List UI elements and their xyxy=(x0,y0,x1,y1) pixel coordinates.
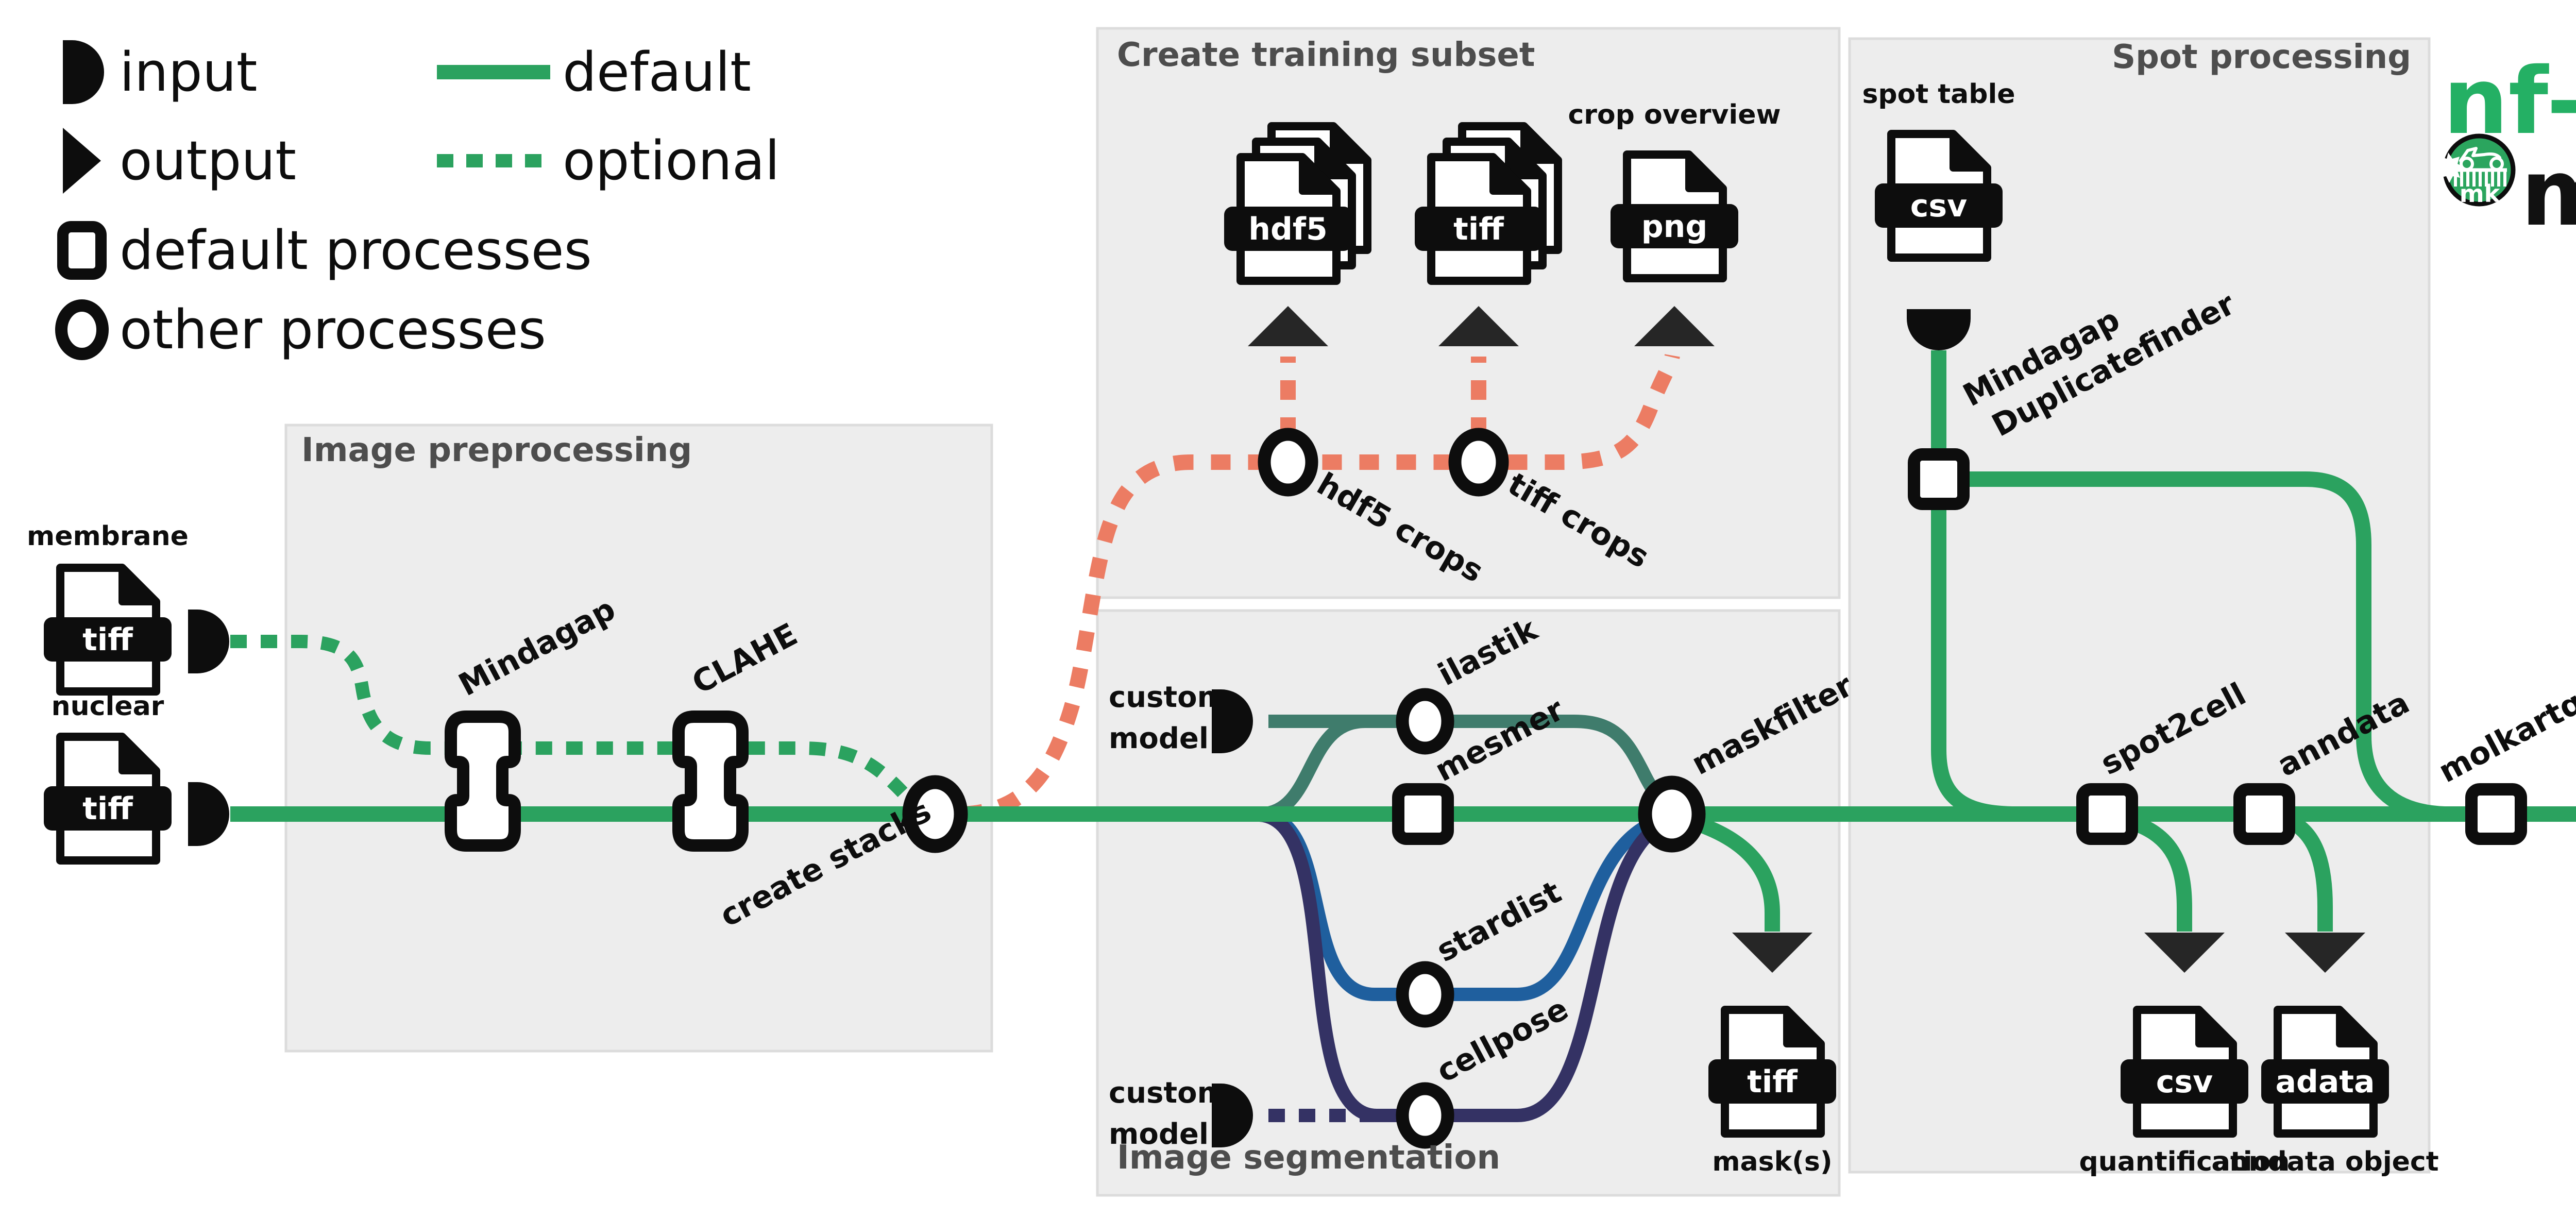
spot-table-label: spot table xyxy=(1862,79,2015,110)
title-spot-processing: Spot processing xyxy=(2112,38,2411,76)
molkart-wordmark: molkart xyxy=(2521,140,2576,246)
tiff-crops-stacked-file-icon: tiff xyxy=(1415,126,1558,281)
custom-model-top-label-1: custom xyxy=(1109,681,1227,714)
legend-default-processes-label: default processes xyxy=(120,219,592,282)
output-icon xyxy=(63,128,101,194)
nuclear-label: nuclear xyxy=(52,691,164,722)
title-image-preprocessing: Image preprocessing xyxy=(301,431,692,469)
clahe-process xyxy=(679,717,742,845)
legend-optional-label: optional xyxy=(563,129,779,192)
anndata-object-adata-file-icon: adata xyxy=(2261,1010,2389,1134)
hdf5-file-format: hdf5 xyxy=(1248,211,1328,247)
nf-core-molkart-logo: nf-core/ mk molkart xyxy=(2436,48,2576,246)
training-subset-optional-line xyxy=(963,353,1680,822)
hdf5-crops-stacked-file-icon: hdf5 xyxy=(1224,126,1367,281)
legend-output-label: output xyxy=(120,129,296,192)
custom-model-bottom-label-1: custom xyxy=(1109,1076,1227,1110)
crop-overview-png-file-icon: png xyxy=(1611,155,1738,278)
tiff-crops-process xyxy=(1448,428,1509,497)
nuclear-tiff-file-icon: tiff xyxy=(44,737,172,860)
png-file-format: png xyxy=(1641,209,1708,245)
maskfilter-output-line xyxy=(1692,815,1780,932)
default-process-icon xyxy=(57,221,107,280)
mask-file-format: tiff xyxy=(1747,1064,1798,1100)
tiff-file-format: tiff xyxy=(1453,211,1504,247)
adata-file-format: adata xyxy=(2275,1064,2375,1100)
spot-table-csv-file-icon: csv xyxy=(1875,134,2003,258)
duplicatefinder-down-line xyxy=(1931,506,2018,822)
legend-input-label: input xyxy=(120,41,258,104)
quantification-csv-file-icon: csv xyxy=(2121,1010,2248,1134)
cellpose-line xyxy=(1259,808,1673,1122)
legend-other-processes-label: other processes xyxy=(120,298,546,361)
molkartqc-process xyxy=(2471,789,2521,839)
cellpose-process xyxy=(1396,1082,1454,1149)
spot-table-file-format: csv xyxy=(1910,188,1967,224)
duplicatefinder-bypass-line xyxy=(1965,471,2445,822)
hdf5-crops-process xyxy=(1258,428,1318,497)
other-process-icon xyxy=(55,299,109,360)
anndata-process xyxy=(2240,789,2289,839)
anndata-output-line xyxy=(2285,814,2333,932)
mask-tiff-file-icon: tiff xyxy=(1708,1010,1836,1134)
custom-model-top-label-2: model xyxy=(1109,722,1209,755)
mesmer-process xyxy=(1398,789,1448,839)
membrane-label: membrane xyxy=(27,521,189,552)
spot2cell-process xyxy=(2082,789,2132,839)
mk-badge-label: mk xyxy=(2460,180,2501,208)
quantification-label: quantification xyxy=(2079,1146,2290,1177)
anndata-object-label: anndata object xyxy=(2211,1146,2438,1177)
create-stacks-process xyxy=(902,775,968,853)
title-image-segmentation: Image segmentation xyxy=(1117,1139,1500,1177)
membrane-file-format: tiff xyxy=(82,622,133,658)
membrane-tiff-file-icon: tiff xyxy=(44,568,172,691)
nuclear-file-format: tiff xyxy=(82,791,133,827)
mindagap-duplicatefinder-process xyxy=(1914,454,1963,504)
spot2cell-output-line xyxy=(2128,814,2192,932)
custom-model-bottom-label-2: model xyxy=(1109,1118,1209,1151)
crop-overview-label: crop overview xyxy=(1568,99,1781,130)
stardist-process xyxy=(1396,961,1454,1028)
ilastik-process xyxy=(1396,688,1454,755)
legend-default-label: default xyxy=(563,41,751,104)
mindagap-process xyxy=(451,717,515,845)
mk-badge-icon: mk xyxy=(2436,133,2516,208)
mask-label: mask(s) xyxy=(1712,1146,1832,1177)
title-create-training-subset: Create training subset xyxy=(1117,36,1535,74)
box-image-preprocessing xyxy=(284,424,993,1053)
quantification-file-format: csv xyxy=(2156,1064,2213,1100)
maskfilter-process xyxy=(1638,775,1706,853)
